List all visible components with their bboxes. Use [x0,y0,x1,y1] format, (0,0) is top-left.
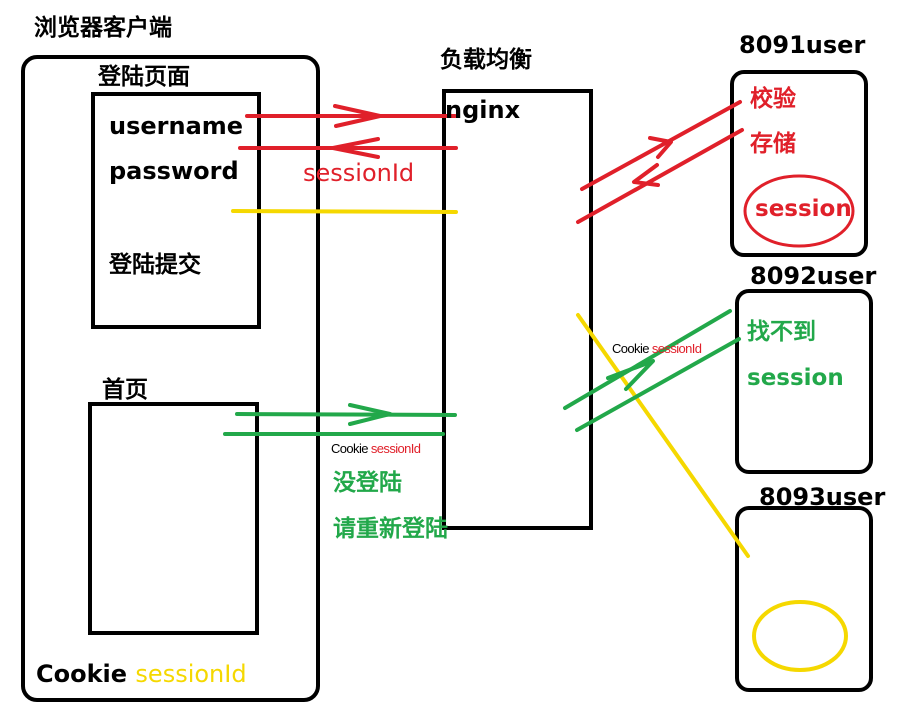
server-8093-session-ellipse [752,600,848,672]
nginx-to-8092-arrows [563,309,741,432]
browser-cookie: Cookie sessionId [36,662,247,686]
browser-client-box [21,55,320,702]
browser-cookie-value: sessionId [135,660,247,688]
forward-cookie-key: Cookie [612,341,649,356]
server-8092-title: 8092user [750,262,877,290]
login-submit-label: 登陆提交 [109,252,201,278]
server-8091-verify: 校验 [750,86,796,112]
home-cookie-value: sessionId [370,441,421,456]
load-balancer-title: 负载均衡 [440,47,532,73]
login-response-arrow [238,137,458,159]
nginx-box [442,89,593,530]
not-logged-in-label: 没登陆 [333,470,402,496]
server-8091-session-ellipse [743,174,855,248]
nginx-to-8093-line [576,313,750,558]
home-request-arrow [235,403,457,426]
cookie-set-line [231,209,458,214]
server-8093-title: 8093user [759,483,886,511]
home-cookie-key: Cookie [331,441,368,456]
login-page-title: 登陆页面 [98,64,190,90]
server-8091-box [730,70,868,257]
server-8091-store: 存储 [750,131,796,157]
home-cookie-label: Cookie sessionId [331,441,421,456]
login-request-arrow [245,104,457,128]
home-page-title: 首页 [102,377,148,403]
forward-cookie-value: sessionId [651,341,702,356]
server-8091-session: session [755,196,852,222]
browser-title: 浏览器客户端 [34,15,172,41]
server-8091-title: 8091user [739,31,866,59]
nginx-to-8091-arrows [576,100,744,224]
server-8092-not-found: 找不到 [747,319,816,345]
server-8092-session: session [747,365,844,391]
server-8092-box [735,289,873,474]
browser-cookie-label: Cookie [36,660,128,688]
forward-cookie-label: Cookie sessionId [612,341,702,356]
username-label: username [109,112,244,140]
nginx-label: nginx [445,96,521,124]
login-response-session-label: sessionId [303,159,415,187]
server-8093-box [735,506,873,692]
password-label: password [109,157,239,185]
relogin-label: 请重新登陆 [333,516,448,542]
home-page-box [88,402,259,635]
